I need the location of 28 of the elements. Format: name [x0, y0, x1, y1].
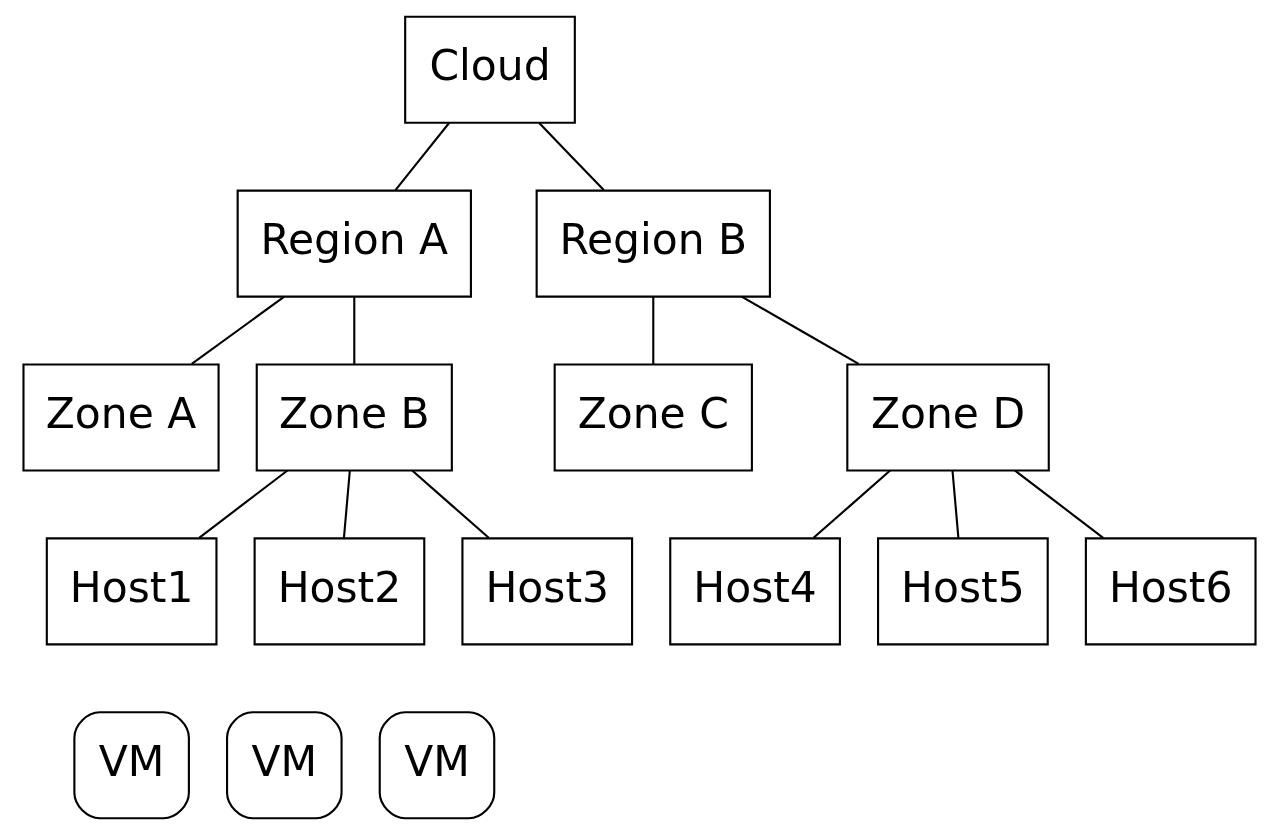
node-box: Region B [535, 189, 771, 298]
node-box: Region A [236, 189, 472, 298]
connector [352, 296, 355, 364]
connector [950, 470, 959, 538]
node-box: Host1 [45, 537, 217, 646]
node-box: Host3 [460, 537, 633, 646]
connector [342, 470, 351, 538]
node-box: VM [72, 711, 190, 820]
node-box: Host6 [1084, 537, 1257, 646]
connector [812, 469, 891, 539]
node-box: Zone A [21, 363, 220, 472]
node-box: Zone B [255, 363, 453, 472]
node-box: Host2 [253, 537, 425, 646]
node-box: VM [225, 711, 343, 820]
node-box: Cloud [403, 15, 576, 124]
connector [537, 122, 605, 191]
connector [190, 295, 285, 365]
node-box: VM [378, 711, 495, 820]
node-box: Zone D [845, 363, 1050, 472]
connector [198, 469, 288, 539]
connector [740, 295, 859, 365]
connector [394, 122, 450, 191]
connector [651, 296, 654, 364]
node-box: Zone C [553, 363, 753, 472]
node-box: Host5 [876, 537, 1049, 646]
node-box: Host4 [668, 537, 841, 646]
connector [1013, 469, 1104, 539]
connector [410, 469, 489, 539]
